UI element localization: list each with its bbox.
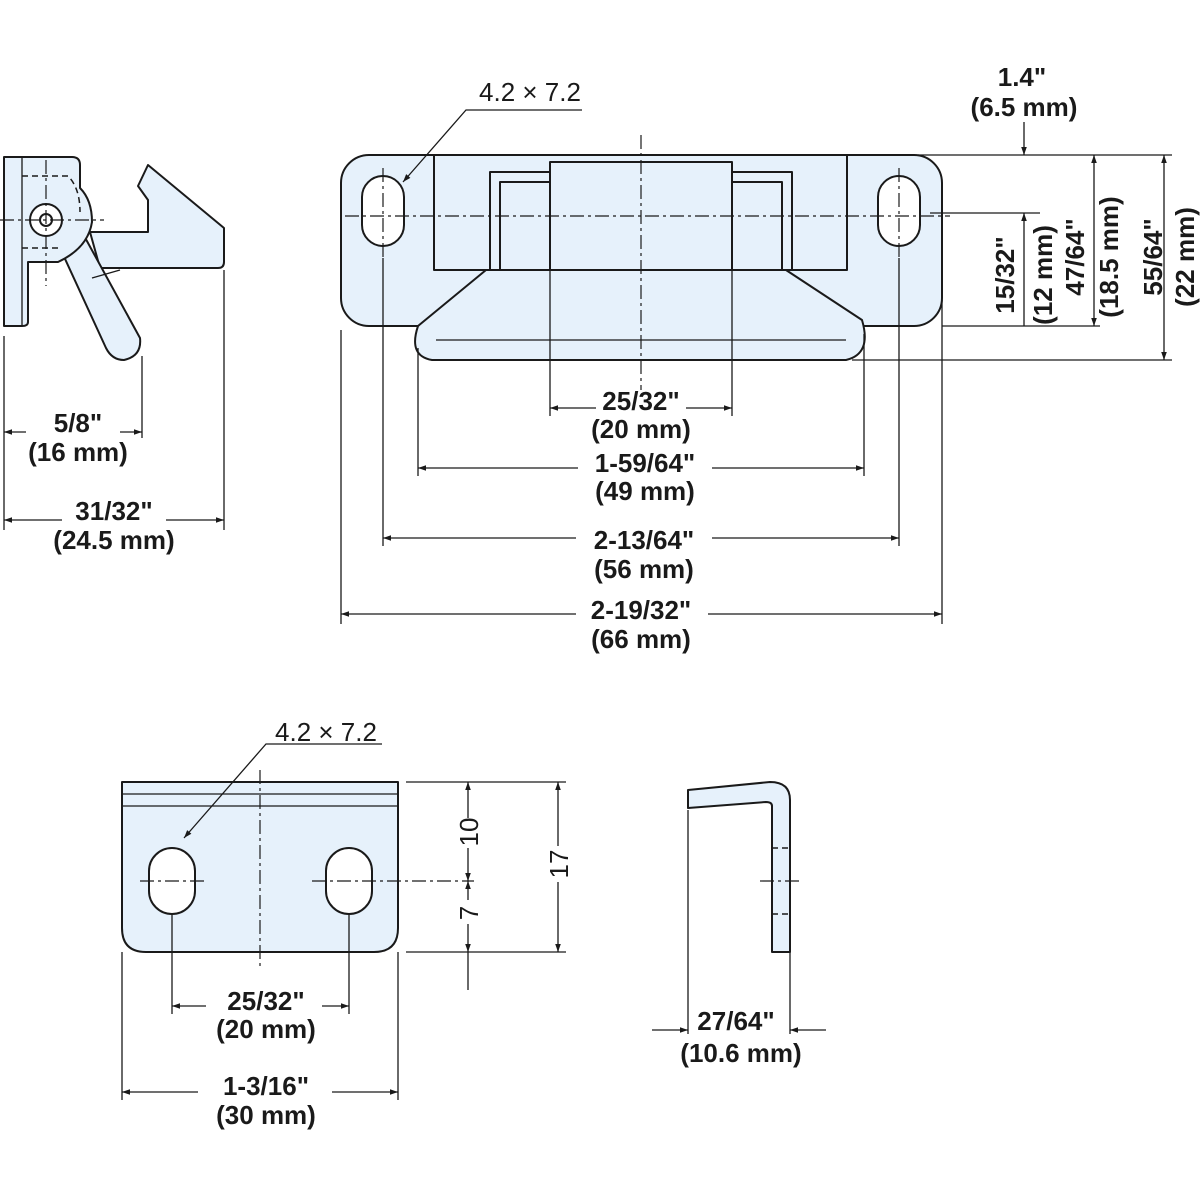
strike-dim-1-3-16-in: 1-3/16" — [223, 1071, 309, 1101]
plate-dim-1-59-64-mm: (49 mm) — [595, 476, 695, 506]
side-dim-27-64-mm: (10.6 mm) — [680, 1038, 801, 1068]
strike-dim-25-32-mm: (20 mm) — [216, 1014, 316, 1044]
plate-lip — [414, 269, 866, 361]
strike-side-view: 27/64" (10.6 mm) — [652, 781, 826, 1068]
strike-front-view: 4.2 × 7.2 10 7 17 25/32" (20 mm) 1-3/16"… — [121, 717, 574, 1130]
plate-dim-1-4-in: 1.4" — [998, 62, 1046, 92]
strike-bracket — [687, 781, 791, 953]
lever-arm — [59, 231, 142, 361]
strike-dim-17: 17 — [544, 850, 574, 879]
catch-hook — [89, 164, 225, 269]
dim-31-32-mm: (24.5 mm) — [53, 525, 174, 555]
plate-dim-25-32-in: 25/32" — [602, 386, 679, 416]
plate-dim-2-19-32-mm: (66 mm) — [591, 624, 691, 654]
strike-dim-25-32-in: 25/32" — [227, 986, 304, 1016]
plate-dim-1-59-64-in: 1-59/64" — [595, 448, 696, 478]
lever-joint — [91, 269, 121, 279]
plate-dim-2-13-64-in: 2-13/64" — [594, 525, 695, 555]
strike-dim-10: 10 — [454, 818, 484, 847]
plate-dim-47-64-mm: (18.5 mm) — [1094, 196, 1124, 317]
plate-dim-15-32-mm: (12 mm) — [1028, 225, 1058, 325]
plate-hole-callout: 4.2 × 7.2 — [479, 77, 581, 107]
side-view: 5/8" (16 mm) 31/32" (24.5 mm) — [0, 156, 225, 555]
plate-dim-47-64-in: 47/64" — [1060, 218, 1090, 295]
dim-5-8-in: 5/8" — [54, 408, 102, 438]
dim-5-8-mm: (16 mm) — [28, 437, 128, 467]
plate-dim-25-32-mm: (20 mm) — [591, 414, 691, 444]
side-hidden-top — [22, 175, 81, 213]
plate-dim-15-32-in: 15/32" — [990, 236, 1020, 313]
strike-hole-callout: 4.2 × 7.2 — [275, 717, 377, 747]
dim-31-32-in: 31/32" — [75, 496, 152, 526]
plate-dim-2-13-64-mm: (56 mm) — [594, 554, 694, 584]
side-body — [3, 156, 93, 327]
strike-dim-7: 7 — [454, 906, 484, 920]
strike-dim-1-3-16-mm: (30 mm) — [216, 1100, 316, 1130]
plate-dim-2-19-32-in: 2-19/32" — [591, 595, 692, 625]
plate-dim-55-64-in: 55/64" — [1138, 218, 1168, 295]
strike-plate — [121, 781, 399, 953]
strike-hole-leader — [183, 743, 382, 839]
plate-front-view: 4.2 × 7.2 25/32" (20 mm) 1-59/64" (49 mm… — [340, 62, 1200, 654]
plate-dim-1-4-mm: (6.5 mm) — [971, 92, 1078, 122]
plate-dim-55-64-mm: (22 mm) — [1170, 207, 1200, 307]
plate-hole-leader — [402, 109, 582, 183]
side-dim-27-64-in: 27/64" — [697, 1006, 774, 1036]
